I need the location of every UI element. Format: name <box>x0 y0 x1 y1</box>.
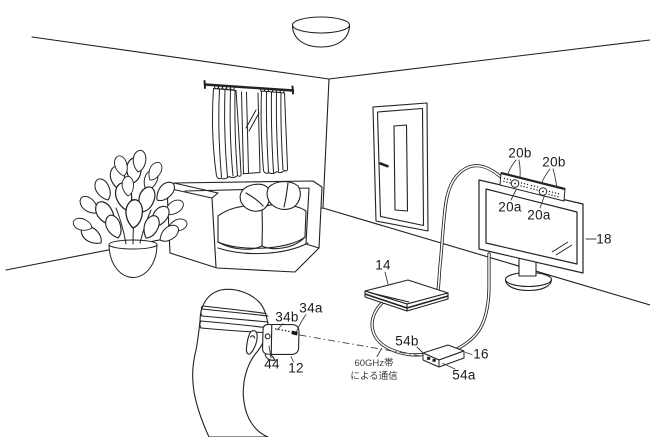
comm-annotation-line2: による通信 <box>350 371 398 382</box>
hmd-light-44 <box>264 333 271 340</box>
camera-bar <box>499 171 566 202</box>
wireless-comm-line <box>299 334 422 357</box>
ref-label-54b: 54b <box>395 333 419 349</box>
ref-label-34b: 34b <box>275 309 299 325</box>
body-silhouette <box>192 288 269 437</box>
headband-straps <box>199 305 269 334</box>
hmd-marker-34a <box>291 330 298 336</box>
processor-box <box>422 344 465 368</box>
curtain-left <box>212 88 242 180</box>
ref-label-14: 14 <box>375 257 391 273</box>
window <box>203 80 295 180</box>
door <box>372 102 429 232</box>
cable-console-to-box <box>370 299 426 357</box>
ref-label-20b-left: 20b <box>508 145 532 161</box>
ref-label-20b-right: 20b <box>542 154 566 170</box>
ceiling-light <box>291 16 351 48</box>
window-frame <box>241 91 261 175</box>
led-dots <box>503 177 560 198</box>
ear <box>245 330 258 355</box>
ref-label-20a-right: 20a <box>527 207 551 223</box>
visor-edge <box>270 323 273 356</box>
hmd <box>262 323 300 361</box>
leader-lines <box>268 159 597 370</box>
front-ports <box>426 356 436 363</box>
curtain-right <box>260 90 289 175</box>
tv-screen <box>485 188 578 265</box>
sofa <box>166 180 323 273</box>
hmd-led-dots <box>275 328 290 333</box>
ref-label-18: 18 <box>596 231 612 247</box>
ref-label-34a: 34a <box>299 300 323 316</box>
ref-label-44: 44 <box>264 356 280 372</box>
pot <box>108 245 158 278</box>
pillow-left <box>239 183 271 212</box>
pillow-right <box>266 181 301 210</box>
ref-label-54a: 54a <box>452 367 476 383</box>
cable-box-to-tv <box>453 252 491 352</box>
cable-camera-to-console <box>436 164 504 292</box>
ref-label-12: 12 <box>288 360 304 376</box>
screen-reflection <box>551 241 573 256</box>
ref-label-16: 16 <box>473 346 489 362</box>
game-console <box>364 279 449 312</box>
potted-plant <box>71 148 189 278</box>
ref-label-20a-left: 20a <box>498 199 522 215</box>
door-handle <box>379 162 389 168</box>
comm-annotation: 60GHz帯 による通信 <box>350 357 397 383</box>
comm-annotation-line1: 60GHz帯 <box>354 358 394 369</box>
person <box>192 288 269 437</box>
